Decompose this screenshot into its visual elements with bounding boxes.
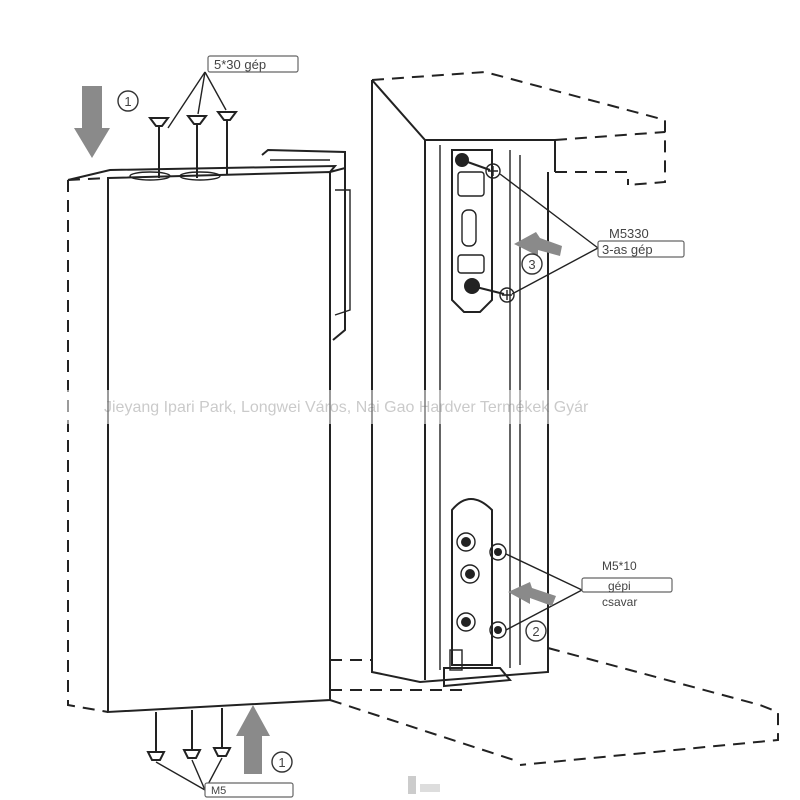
svg-text:1: 1 xyxy=(124,94,131,109)
bracket-spec-line1: M5330 xyxy=(609,226,649,241)
callout-top-screw-spec: 5*30 gép xyxy=(207,55,299,73)
up-arrow-icon xyxy=(236,705,270,774)
watermark-band: Jieyang Ipari Park, Longwei Város, Nai G… xyxy=(60,390,740,424)
screw-bottom-1 xyxy=(146,712,166,761)
callout-bracket-spec: M5330 3-as gép xyxy=(597,226,685,258)
screw-top-1 xyxy=(148,117,170,178)
bottom-spec-label: M5 xyxy=(211,785,226,797)
screw-top-2 xyxy=(186,115,208,178)
upper-screw-1 xyxy=(461,159,501,179)
step-3-marker: 3 xyxy=(521,253,543,275)
svg-text:3: 3 xyxy=(528,257,535,272)
down-arrow-icon xyxy=(74,86,110,158)
svg-text:2: 2 xyxy=(532,624,539,639)
top-screws xyxy=(148,71,238,178)
lower-spec-line1: M5*10 xyxy=(602,559,637,573)
lower-screw-1 xyxy=(489,543,507,561)
top-screw-spec-label: 5*30 gép xyxy=(214,57,266,72)
door-panel xyxy=(67,148,351,714)
svg-text:1: 1 xyxy=(278,755,285,770)
lower-spec-line3: csavar xyxy=(602,595,637,609)
screw-top-3 xyxy=(216,111,238,175)
left-arrow-lower-icon xyxy=(508,582,556,606)
stray-mark xyxy=(408,776,440,794)
callout-bottom-spec: M5 xyxy=(204,782,294,798)
lower-spec-line2: gépi xyxy=(608,579,631,593)
callout-lower-spec: M5*10 gépi csavar xyxy=(581,559,673,609)
step-1-bottom-marker: 1 xyxy=(271,751,293,773)
upper-screw-2 xyxy=(471,285,515,303)
bottom-screws xyxy=(146,708,232,791)
left-arrow-icon xyxy=(514,232,562,256)
lower-bracket xyxy=(443,498,583,688)
upper-bracket xyxy=(451,149,599,313)
step-2-marker: 2 xyxy=(525,620,547,642)
screw-bottom-3 xyxy=(212,708,232,757)
step-1-top-marker: 1 xyxy=(117,90,139,112)
screw-bottom-2 xyxy=(182,710,202,759)
bracket-spec-line2: 3-as gép xyxy=(602,242,653,257)
watermark-text: Jieyang Ipari Park, Longwei Város, Nai G… xyxy=(104,399,589,416)
